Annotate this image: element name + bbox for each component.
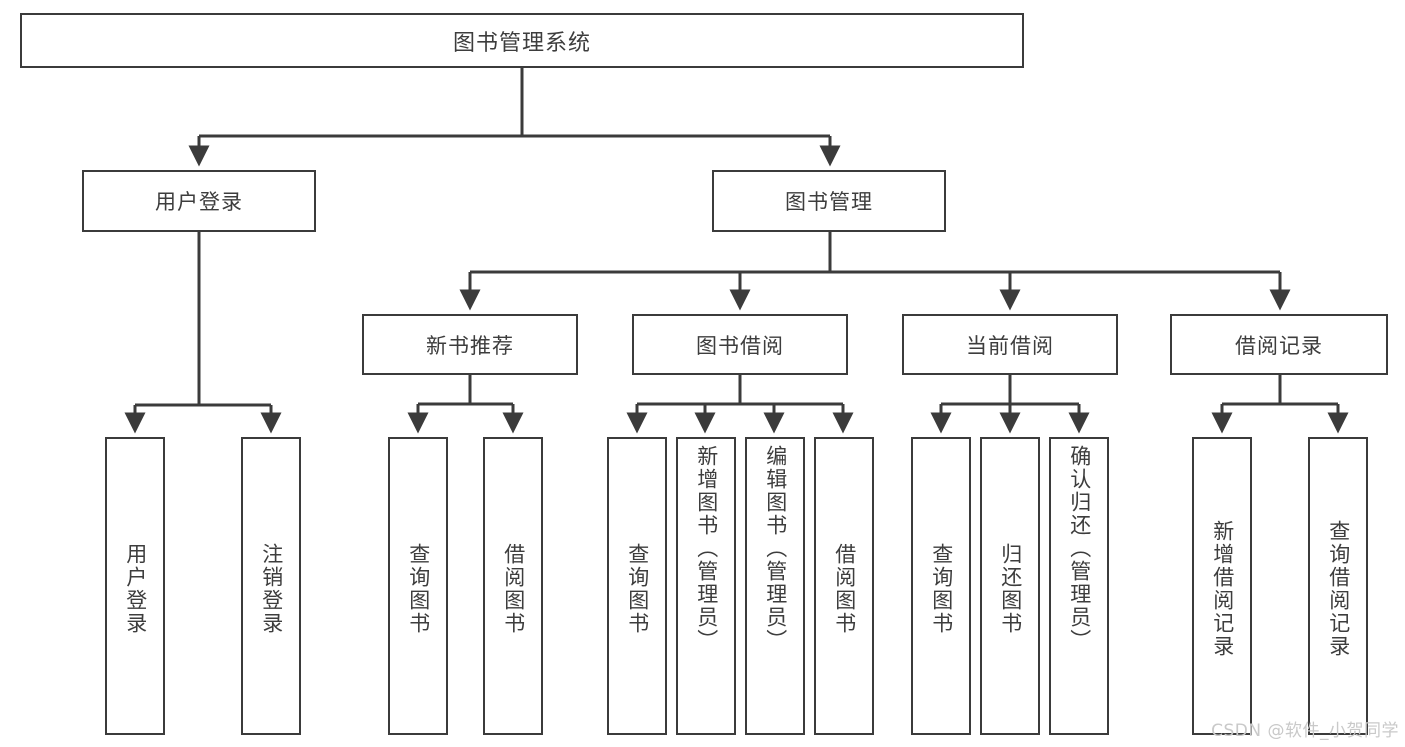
node-label: 借阅图书	[832, 543, 857, 635]
leaf-add-book-admin[interactable]: 新增图书（管理员）	[676, 437, 736, 735]
node-label: 图书管理	[785, 190, 873, 214]
node-label: 归还图书	[998, 543, 1023, 635]
node-label: 图书管理系统	[452, 30, 591, 56]
node-label: 编辑图书（管理员）	[763, 445, 788, 652]
node-book-borrow[interactable]: 图书借阅	[632, 314, 848, 375]
leaf-borrow-book[interactable]: 借阅图书	[814, 437, 874, 735]
node-label: 查询图书	[625, 543, 650, 635]
node-label: 新增借阅记录	[1210, 520, 1235, 658]
leaf-query-book-recommend[interactable]: 查询图书	[388, 437, 448, 735]
node-label: 新增图书（管理员）	[694, 445, 719, 652]
node-book-management[interactable]: 图书管理	[712, 170, 946, 232]
node-label: 确认归还（管理员）	[1067, 445, 1092, 652]
leaf-confirm-return-admin[interactable]: 确认归还（管理员）	[1049, 437, 1109, 735]
node-label: 查询借阅记录	[1326, 520, 1351, 658]
leaf-borrow-book-recommend[interactable]: 借阅图书	[483, 437, 543, 735]
node-label: 当前借阅	[966, 333, 1054, 358]
leaf-edit-book-admin[interactable]: 编辑图书（管理员）	[745, 437, 805, 735]
leaf-return-book[interactable]: 归还图书	[980, 437, 1040, 735]
node-label: 借阅记录	[1235, 333, 1323, 358]
node-new-book-recommend[interactable]: 新书推荐	[362, 314, 578, 375]
node-label: 用户登录	[155, 190, 243, 214]
node-label: 查询图书	[406, 543, 431, 635]
leaf-add-borrow-record[interactable]: 新增借阅记录	[1192, 437, 1252, 735]
node-label: 用户登录	[123, 543, 148, 635]
node-current-borrow[interactable]: 当前借阅	[902, 314, 1118, 375]
node-label: 新书推荐	[426, 333, 514, 358]
node-root-system[interactable]: 图书管理系统	[20, 13, 1024, 68]
node-label: 图书借阅	[696, 333, 784, 358]
node-label: 借阅图书	[501, 543, 526, 635]
node-borrow-record[interactable]: 借阅记录	[1170, 314, 1388, 375]
node-user-login[interactable]: 用户登录	[82, 170, 316, 232]
node-label: 查询图书	[929, 543, 954, 635]
leaf-query-book-borrow[interactable]: 查询图书	[607, 437, 667, 735]
node-label: 注销登录	[259, 543, 284, 635]
leaf-user-login[interactable]: 用户登录	[105, 437, 165, 735]
leaf-logout[interactable]: 注销登录	[241, 437, 301, 735]
leaf-query-book-current[interactable]: 查询图书	[911, 437, 971, 735]
leaf-query-borrow-record[interactable]: 查询借阅记录	[1308, 437, 1368, 735]
csdn-watermark: CSDN @软件_小贺同学	[1211, 721, 1399, 741]
